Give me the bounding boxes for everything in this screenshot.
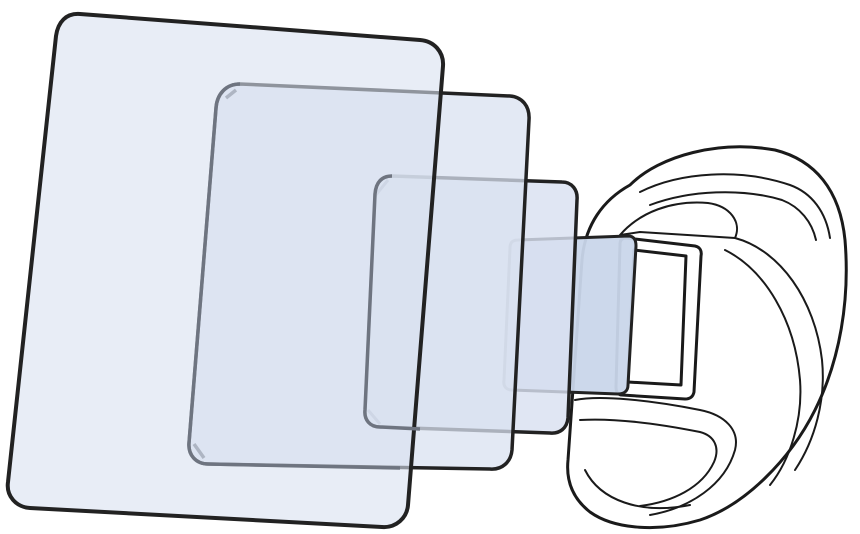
helmet-window-frame [614,236,703,401]
lens-plate-1-largest [5,11,446,530]
see-through-edges [187,82,421,470]
helmet-side-seam [734,237,824,471]
helmet-chin-inner [579,418,718,507]
lens-plate-1-body [5,11,446,530]
helmet-chin [574,397,737,516]
helmet-crown-ridge-inner [649,191,817,241]
plate-2-visible-edge [187,82,401,470]
helmet-lower-rim [584,469,691,509]
helmet-top-panel [619,201,738,239]
helmet-crown-ridge [639,173,831,239]
window-frame-inner [626,248,688,387]
plate-3-visible-edge [363,174,421,431]
helmet-side-seam-2 [724,249,802,486]
